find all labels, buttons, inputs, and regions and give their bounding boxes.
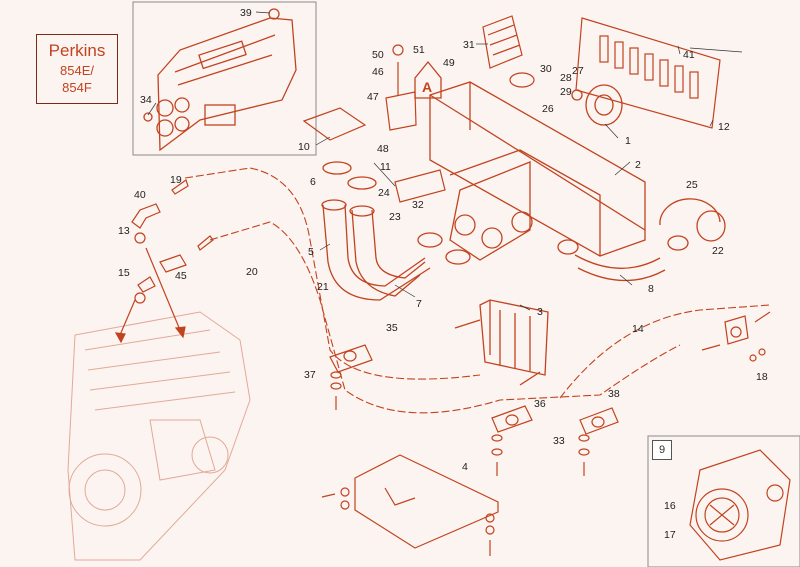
heat-exchanger <box>454 299 549 386</box>
detail-a-letter: A <box>422 79 432 95</box>
part-number-label: 31 <box>463 39 475 51</box>
brand-label: Perkins <box>48 41 106 60</box>
part-number-label: 30 <box>540 63 552 75</box>
part-number-label: 7 <box>416 298 422 310</box>
pump-inset-frame <box>647 435 800 567</box>
part-number-label: 2 <box>635 159 641 171</box>
fittings <box>131 179 771 362</box>
coolant-pipes <box>184 167 771 414</box>
base-plate <box>321 454 499 556</box>
part-number-label: 51 <box>413 44 425 56</box>
inset-number-label: 9 <box>652 440 672 460</box>
part-number-label: 46 <box>372 66 384 78</box>
part-number-label: 39 <box>240 7 252 19</box>
engine-pointers <box>114 247 186 344</box>
part-number-label: 5 <box>308 246 314 258</box>
model-label-1: 854E/ <box>60 63 94 78</box>
leader-lines <box>147 11 743 311</box>
part-number-label: 12 <box>718 121 730 133</box>
part-number-label: 37 <box>304 369 316 381</box>
water-pump-valve <box>689 449 791 561</box>
part-number-label: 41 <box>683 49 695 61</box>
filter-and-grille <box>482 15 721 129</box>
part-number-label: 14 <box>632 323 644 335</box>
part-number-label: 6 <box>310 176 316 188</box>
part-number-label: 48 <box>377 143 389 155</box>
part-number-label: 47 <box>367 91 379 103</box>
part-number-label: 1 <box>625 135 631 147</box>
part-number-label: 27 <box>572 65 584 77</box>
part-number-label: 20 <box>246 266 258 278</box>
detail-a-marker <box>414 60 442 99</box>
part-number-label: 33 <box>553 435 565 447</box>
part-number-label: 17 <box>664 529 676 541</box>
part-number-label: 11 <box>380 161 391 173</box>
part-number-label: 23 <box>389 211 401 223</box>
part-number-label: 24 <box>378 187 390 199</box>
part-number-label: 22 <box>712 245 724 257</box>
part-number-label: 36 <box>534 398 546 410</box>
dashboard-inset-frame <box>132 1 317 156</box>
part-number-label: 26 <box>542 103 554 115</box>
dashboard-panel <box>143 8 297 152</box>
part-number-label: 38 <box>608 388 620 400</box>
part-number-label: 19 <box>170 174 182 186</box>
pipe-clamps <box>329 344 619 476</box>
part-number-label: 21 <box>317 281 329 293</box>
model-label-2: 854F <box>62 80 92 95</box>
part-number-label: 18 <box>756 371 768 383</box>
part-number-label: 13 <box>118 225 130 237</box>
part-number-label: 15 <box>118 267 130 279</box>
part-number-label: 8 <box>648 283 654 295</box>
part-number-label: 10 <box>298 141 310 153</box>
part-labels: 39 34 31 30 41 12 50 51 46 49 47 48 27 2… <box>118 7 768 541</box>
engine-block <box>67 311 251 561</box>
part-number-label: 34 <box>140 94 152 106</box>
part-number-label: 49 <box>443 57 455 69</box>
part-number-label: 25 <box>686 179 698 191</box>
heater-housing <box>429 81 726 261</box>
coolant-hoses <box>321 161 689 301</box>
part-number-label: 35 <box>386 322 398 334</box>
part-number-label: 45 <box>175 270 187 282</box>
engine-model-box: Perkins 854E/ 854F <box>36 34 118 104</box>
part-number-label: 29 <box>560 86 572 98</box>
part-number-label: 50 <box>372 49 384 61</box>
part-number-label: 3 <box>537 306 543 318</box>
part-number-label: 4 <box>462 461 468 473</box>
part-number-label: 28 <box>560 72 572 84</box>
part-number-label: 32 <box>412 199 424 211</box>
part-number-label: 16 <box>664 500 676 512</box>
part-number-label: 40 <box>134 189 146 201</box>
mounting-brackets <box>302 44 446 203</box>
